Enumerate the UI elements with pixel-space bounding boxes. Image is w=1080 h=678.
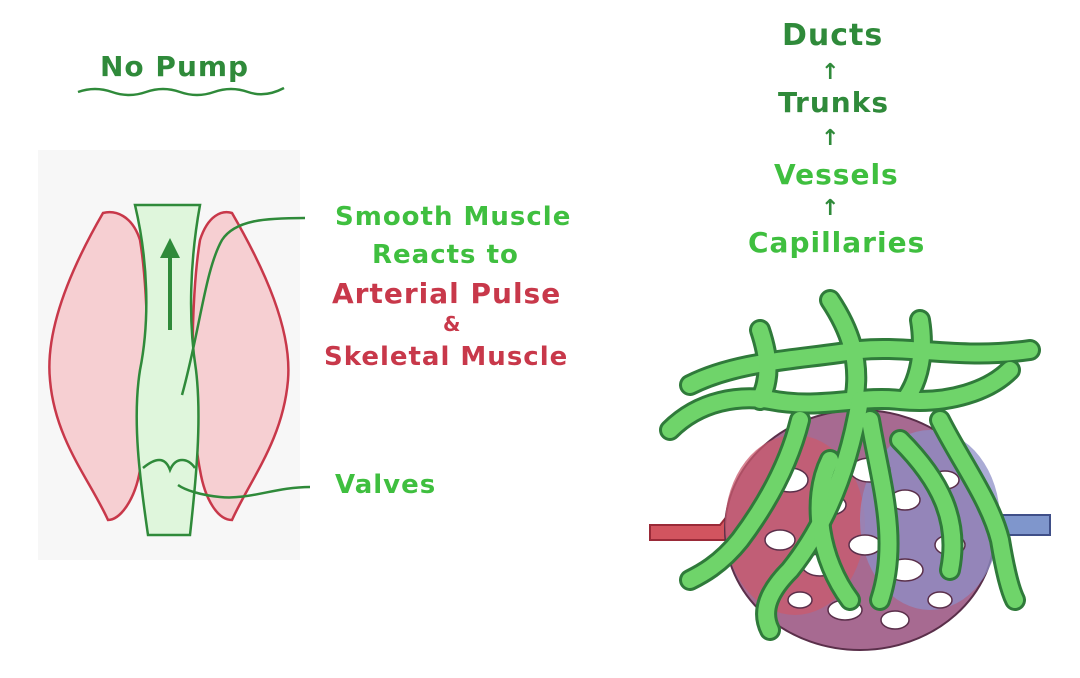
up-arrow-icon: ↑: [821, 126, 840, 151]
lymph-capillaries: [662, 292, 1038, 638]
up-arrow-icon: ↑: [821, 60, 840, 85]
leader-smooth-muscle: [180, 216, 306, 396]
skeletal-muscle-left: [48, 211, 149, 522]
lymph-vessel: [133, 203, 202, 537]
label-valves: Valves: [335, 470, 437, 500]
leader-valves: [177, 483, 311, 499]
up-arrow-icon: ↑: [821, 196, 840, 221]
hierarchy-capillaries: Capillaries: [748, 226, 926, 259]
label-arterial-pulse: Arterial Pulse: [332, 277, 562, 310]
flow-arrow-head: [160, 238, 180, 258]
label-reacts-to: Reacts to: [372, 240, 519, 270]
title-underline: [77, 86, 285, 97]
hierarchy-trunks: Trunks: [778, 86, 889, 119]
label-smooth-muscle: Smooth Muscle: [335, 202, 572, 232]
label-skeletal-muscle: Skeletal Muscle: [324, 342, 569, 372]
valve: [142, 458, 197, 474]
label-ampersand: &: [443, 312, 462, 336]
hierarchy-vessels: Vessels: [774, 158, 899, 191]
hierarchy-ducts: Ducts: [782, 18, 884, 53]
title: No Pump: [100, 50, 250, 83]
skeletal-muscle-right: [191, 211, 290, 522]
